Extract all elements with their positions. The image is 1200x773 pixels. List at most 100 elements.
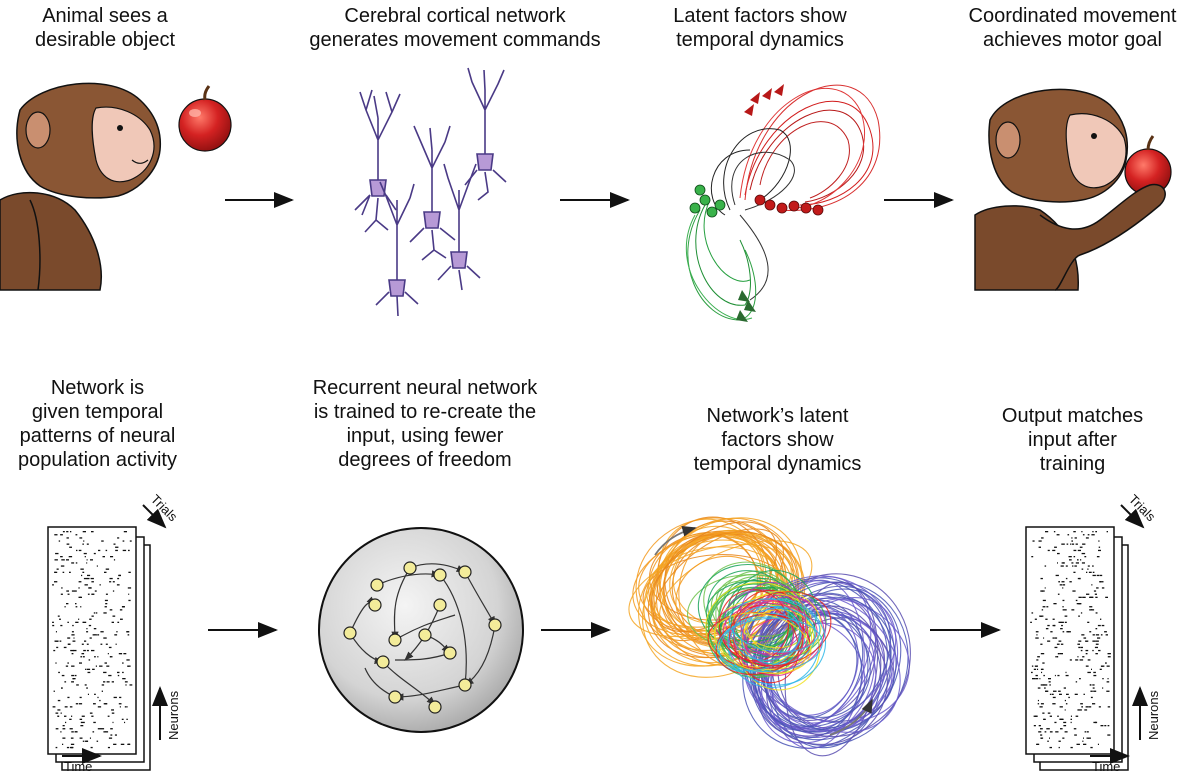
spike-mark: [66, 531, 69, 533]
spike-mark: [1070, 746, 1073, 749]
spike-mark: [71, 665, 75, 667]
spike-mark: [61, 559, 65, 561]
label-time-left: Time: [64, 759, 92, 773]
spike-mark: [120, 743, 125, 745]
spike-mark: [61, 587, 63, 589]
spike-mark: [1095, 596, 1098, 598]
neuron-1: [354, 89, 401, 233]
spike-mark: [1092, 574, 1096, 577]
spike-mark: [62, 725, 65, 727]
spike-mark: [1065, 674, 1069, 677]
spike-mark: [122, 549, 127, 552]
spike-mark: [1044, 565, 1047, 567]
spike-mark: [1091, 534, 1095, 536]
spike-mark: [1038, 546, 1041, 548]
spike-mark: [109, 581, 112, 583]
spike-mark: [70, 743, 75, 745]
caption-bottom-3: Network’s latent factors show temporal d…: [693, 405, 862, 475]
spike-mark: [1041, 671, 1043, 674]
spike-mark: [59, 640, 62, 642]
spike-mark: [60, 593, 63, 595]
caption-top-3: Latent factors show temporal dynamics: [673, 5, 847, 51]
spike-mark: [1036, 659, 1039, 661]
spike-mark: [1040, 590, 1043, 592]
spike-mark: [112, 581, 115, 583]
spike-mark: [1095, 640, 1099, 642]
spike-mark: [1081, 531, 1083, 533]
spike-mark: [1076, 603, 1081, 605]
spike-mark: [96, 740, 99, 742]
spike-mark: [69, 706, 73, 708]
spike-mark: [1098, 546, 1101, 548]
latent-loop: [759, 597, 910, 724]
spike-mark: [1089, 684, 1092, 686]
spike-mark: [78, 549, 82, 552]
spike-mark: [1106, 681, 1110, 683]
spike-mark: [122, 540, 125, 542]
neuron-2: [409, 125, 456, 261]
spike-mark: [126, 706, 128, 708]
spike-mark: [1075, 715, 1079, 717]
spike-mark: [83, 656, 85, 658]
spike-mark: [1077, 709, 1079, 711]
spike-mark: [113, 696, 117, 699]
spike-mark: [60, 556, 63, 558]
spike-mark: [99, 699, 101, 702]
spike-mark: [1059, 718, 1063, 720]
spike-mark: [1057, 715, 1059, 717]
spike-mark: [89, 712, 93, 714]
spike-mark: [1049, 737, 1050, 739]
spike-mark: [101, 684, 105, 686]
spike-mark: [1041, 609, 1044, 611]
spike-mark: [111, 621, 114, 623]
spike-mark: [1036, 668, 1039, 670]
spike-mark: [81, 721, 85, 724]
spike-mark: [69, 571, 71, 573]
spike-mark: [1088, 571, 1092, 573]
spike-mark: [92, 634, 96, 636]
spike-mark: [1075, 659, 1079, 661]
spike-mark: [70, 737, 74, 739]
spike-mark: [101, 690, 103, 692]
caption-bottom-2: Recurrent neural network is trained to r…: [312, 377, 538, 471]
spike-mark: [1059, 693, 1062, 695]
spike-mark: [1097, 637, 1101, 639]
spike-mark: [1054, 646, 1058, 649]
spike-mark: [79, 696, 82, 699]
spike-mark: [1092, 640, 1096, 642]
spike-mark: [1053, 624, 1056, 627]
spike-mark: [124, 681, 128, 683]
spike-mark: [112, 721, 114, 724]
spike-mark: [1054, 674, 1056, 677]
cortical-network: [354, 67, 507, 317]
spike-mark: [1073, 549, 1077, 552]
spike-mark: [67, 621, 69, 623]
spike-mark: [1048, 681, 1051, 683]
spike-mark: [1095, 643, 1099, 645]
spike-mark: [1063, 721, 1067, 724]
spike-mark: [59, 618, 61, 620]
green-trajectories: [685, 199, 757, 321]
latent-loop: [729, 591, 832, 667]
spike-mark: [107, 653, 109, 655]
neuron-3: [464, 67, 507, 201]
spike-mark: [88, 587, 92, 589]
spike-mark: [64, 715, 67, 717]
spike-mark: [1064, 699, 1066, 702]
spike-mark: [80, 606, 82, 608]
caption-bottom-1: Network is given temporal patterns of ne…: [18, 377, 177, 471]
spike-mark: [86, 543, 89, 545]
spike-mark: [1062, 631, 1065, 633]
spike-mark: [1040, 684, 1044, 686]
spike-mark: [73, 637, 75, 639]
spike-mark: [1038, 540, 1042, 542]
spike-mark: [92, 731, 95, 733]
spike-mark: [84, 584, 88, 586]
spike-mark: [74, 590, 77, 592]
spike-mark: [78, 618, 80, 620]
spike-mark: [1077, 643, 1080, 645]
spike-mark: [1084, 731, 1086, 733]
spike-mark: [84, 740, 88, 742]
spike-mark: [128, 599, 131, 602]
spike-mark: [1070, 721, 1072, 724]
